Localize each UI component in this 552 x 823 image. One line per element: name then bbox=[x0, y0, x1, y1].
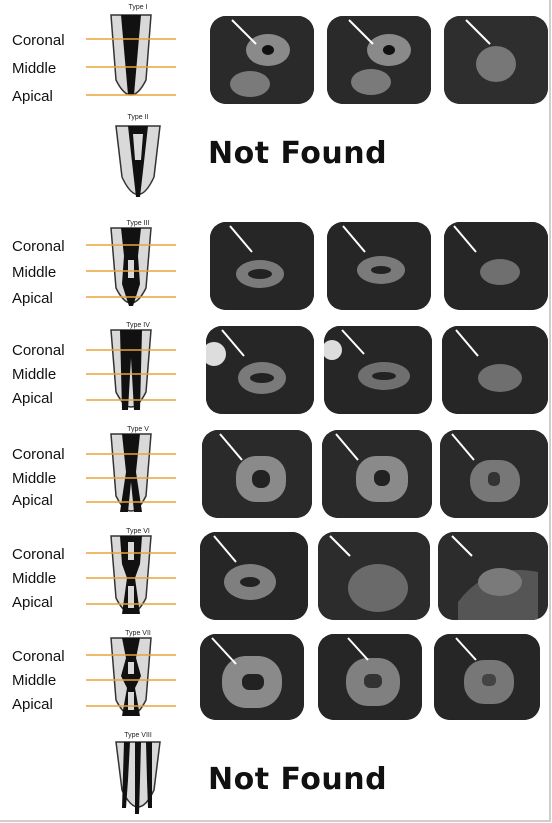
label-middle: Middle bbox=[12, 60, 56, 77]
label-middle: Middle bbox=[12, 470, 56, 487]
type-title: Type VIII bbox=[108, 732, 168, 739]
cbct-scan-apical bbox=[438, 532, 548, 620]
row-type-8: Type VIII Not Found bbox=[0, 730, 552, 820]
label-coronal: Coronal bbox=[12, 32, 65, 49]
label-coronal: Coronal bbox=[12, 238, 65, 255]
not-found-text: Not Found bbox=[208, 762, 387, 797]
label-coronal: Coronal bbox=[12, 446, 65, 463]
cbct-scan-middle bbox=[327, 16, 431, 104]
root-diagram-type-1 bbox=[86, 10, 176, 110]
label-apical: Apical bbox=[12, 594, 53, 611]
cbct-scan-middle bbox=[324, 326, 432, 414]
cbct-scan-apical bbox=[442, 326, 548, 414]
cbct-scan-coronal bbox=[210, 16, 314, 104]
label-middle: Middle bbox=[12, 264, 56, 281]
row-type-6: Type VI Coronal Middle Apical bbox=[0, 526, 552, 626]
root-diagram-type-4 bbox=[86, 328, 176, 420]
label-apical: Apical bbox=[12, 290, 53, 307]
cbct-scan-coronal bbox=[200, 532, 308, 620]
root-diagram-type-8 bbox=[110, 740, 166, 820]
cbct-scan-apical bbox=[444, 222, 548, 310]
label-apical: Apical bbox=[12, 390, 53, 407]
row-type-5: Type V Coronal Middle Apical bbox=[0, 424, 552, 524]
root-diagram-type-6 bbox=[86, 534, 176, 626]
cbct-scan-middle bbox=[318, 532, 430, 620]
row-type-2: Type II Not Found bbox=[0, 112, 552, 210]
cbct-scan-apical bbox=[444, 16, 548, 104]
label-middle: Middle bbox=[12, 366, 56, 383]
not-found-text: Not Found bbox=[208, 136, 387, 171]
label-coronal: Coronal bbox=[12, 342, 65, 359]
root-diagram-type-3 bbox=[86, 226, 176, 316]
row-type-1: Type I Coronal Middle Apical bbox=[0, 0, 552, 112]
label-apical: Apical bbox=[12, 88, 53, 105]
cbct-scan-middle bbox=[327, 222, 431, 310]
cbct-scan-middle bbox=[318, 634, 422, 720]
cbct-scan-coronal bbox=[206, 326, 314, 414]
root-diagram-type-5 bbox=[86, 432, 176, 524]
cbct-scan-apical bbox=[434, 634, 540, 720]
row-type-3: Type III Coronal Middle Apical bbox=[0, 218, 552, 316]
type-title: Type II bbox=[108, 114, 168, 121]
root-diagram-type-7 bbox=[86, 636, 176, 728]
cbct-scan-coronal bbox=[200, 634, 304, 720]
row-type-4: Type IV Coronal Middle Apical bbox=[0, 320, 552, 420]
label-apical: Apical bbox=[12, 492, 53, 509]
label-coronal: Coronal bbox=[12, 648, 65, 665]
cbct-scan-apical bbox=[440, 430, 548, 518]
cbct-scan-coronal bbox=[202, 430, 312, 518]
root-diagram-type-2 bbox=[110, 122, 166, 208]
row-type-7: Type VII Coronal Middle Apical bbox=[0, 628, 552, 728]
label-apical: Apical bbox=[12, 696, 53, 713]
label-coronal: Coronal bbox=[12, 546, 65, 563]
label-middle: Middle bbox=[12, 672, 56, 689]
label-middle: Middle bbox=[12, 570, 56, 587]
cbct-scan-coronal bbox=[210, 222, 314, 310]
cbct-scan-middle bbox=[322, 430, 432, 518]
